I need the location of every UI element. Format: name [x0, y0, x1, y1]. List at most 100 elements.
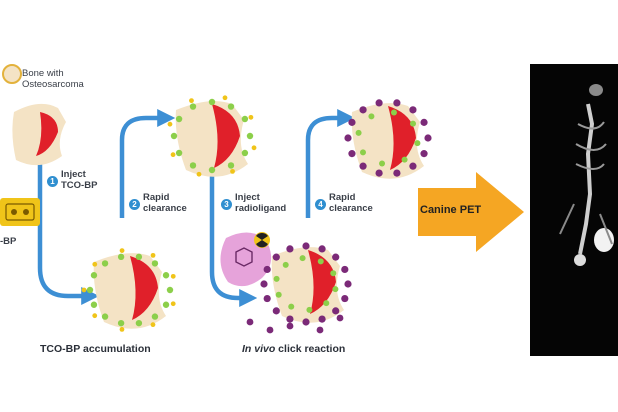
arrow-inject-radioligand — [209, 158, 258, 307]
ligand-dot — [135, 253, 143, 261]
canine-pet-arrow — [418, 172, 524, 252]
arrow-rapid-clearance-2 — [305, 109, 356, 218]
radioligand-dot — [359, 106, 367, 114]
ligand-dot — [332, 286, 339, 293]
ligand-dot — [282, 261, 289, 268]
radioligand-dot — [424, 134, 432, 142]
ligand-dot — [189, 103, 197, 110]
tco-dot — [170, 301, 176, 307]
tumor-after-clearance-1 — [175, 101, 248, 177]
ligand-dot — [317, 258, 324, 265]
ligand-dot — [90, 301, 98, 308]
ligand-dot — [414, 140, 421, 147]
tco-dot — [248, 114, 254, 120]
arrow-inject-tco-bp — [37, 138, 100, 305]
ligand-dot — [227, 162, 235, 169]
radioligand-dot — [420, 150, 428, 158]
radioligand-dot — [393, 99, 401, 107]
radioligand-dot — [302, 242, 310, 250]
ligand-dot — [175, 115, 183, 123]
step-1-line1: Inject — [61, 169, 86, 180]
pet-scan-image — [530, 64, 618, 356]
tumor-tco-bp-accumulation — [93, 253, 166, 329]
radioligand-dot — [375, 169, 383, 177]
ligand-dot — [359, 149, 366, 156]
tco-dot — [170, 152, 176, 158]
tco-bp-molecule-icon — [0, 198, 40, 226]
step-3-badge: 3 — [221, 199, 232, 210]
radioligand-dot — [393, 169, 401, 177]
radioligand-dot — [332, 307, 340, 315]
step-2-line1: Rapid — [143, 192, 170, 203]
tco-dot — [170, 273, 176, 279]
tco-dot — [92, 313, 98, 319]
ligand-dot — [117, 253, 125, 261]
ligand-dot — [117, 319, 125, 327]
ligand-dot — [175, 149, 183, 157]
tco-dot — [150, 252, 156, 258]
ligand-dot — [241, 115, 249, 123]
tco-dot — [119, 326, 125, 332]
radioligand-dot — [286, 315, 294, 323]
radioligand-molecule-icon — [220, 232, 272, 287]
bone-icon — [2, 64, 66, 166]
radioligand-dot — [341, 265, 349, 274]
tco-dot — [230, 168, 235, 174]
radioligand-dot — [344, 280, 352, 288]
ligand-dot — [323, 300, 330, 307]
ligand-dot — [288, 303, 295, 310]
ligand-dot — [410, 120, 417, 127]
ligand-dot — [330, 270, 337, 277]
ligand-dot — [401, 156, 408, 163]
ligand-dot — [135, 319, 143, 327]
molecule-dots — [81, 95, 432, 334]
radioligand-dot — [263, 294, 271, 303]
ligand-dot — [151, 313, 159, 320]
step-4-line2: clearance — [329, 203, 373, 214]
tco-dot — [119, 248, 125, 254]
radioligand-dot — [341, 294, 349, 303]
step-2-badge: 2 — [129, 199, 140, 210]
ligand-dot — [355, 129, 362, 136]
tco-dot — [167, 121, 173, 127]
radioligand-dot — [344, 134, 352, 142]
radioligand-dot — [260, 280, 268, 288]
arrow-rapid-clearance-1 — [119, 109, 176, 218]
ligand-dot — [90, 272, 98, 279]
ligand-dot — [379, 160, 386, 167]
step-4-line1: Rapid — [329, 192, 356, 203]
step-3-line1: Inject — [235, 192, 260, 203]
radioligand-dot — [420, 118, 428, 126]
ligand-dot — [246, 132, 254, 140]
step-1-line2: TCO-BP — [61, 180, 98, 191]
ligand-dot — [208, 98, 216, 106]
caption-in-vivo-click: In vivo click reaction — [242, 343, 345, 355]
step-1-badge: 1 — [47, 176, 58, 187]
ligand-dot — [368, 113, 375, 120]
tco-dot — [251, 145, 257, 151]
radiation-icon — [256, 232, 268, 248]
ligand-dot — [166, 286, 174, 294]
ligand-dot — [299, 255, 306, 262]
ligand-dot — [241, 149, 249, 157]
caption-in-vivo-italic: In vivo — [242, 343, 276, 355]
tco-dot — [196, 171, 202, 177]
ligand-dot — [86, 286, 94, 294]
tco-dot — [150, 322, 156, 328]
radioligand-dot — [286, 245, 294, 253]
label-canine-pet: Canine PET — [420, 204, 482, 216]
radioligand-dot — [272, 253, 280, 261]
ligand-dot — [151, 260, 159, 267]
step-2-line2: clearance — [143, 203, 187, 214]
radioligand-dot — [359, 162, 367, 170]
radioligand-dot — [263, 265, 271, 274]
radioligand-dot — [318, 245, 326, 253]
caption-tco-bp-accumulation: TCO-BP accumulation — [40, 343, 151, 355]
ligand-dot — [162, 272, 170, 279]
radioligand-dot — [336, 314, 344, 322]
radioligand-dot — [302, 318, 310, 326]
step-4-badge: 4 — [315, 199, 326, 210]
radioligand-dot — [332, 253, 340, 261]
radioligand-dot — [375, 99, 383, 107]
